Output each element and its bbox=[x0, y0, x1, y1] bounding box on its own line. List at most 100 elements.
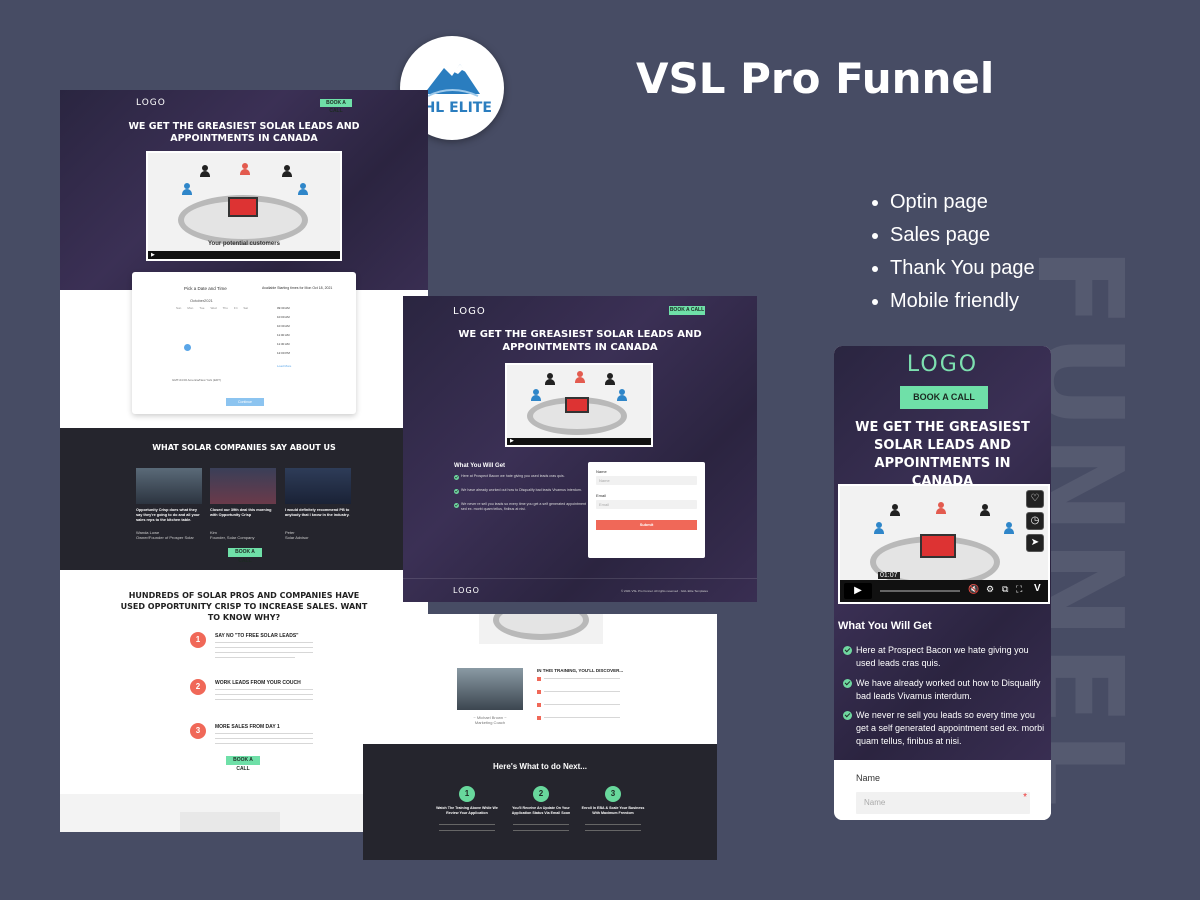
video-controls[interactable]: ▶ bbox=[148, 251, 340, 259]
selected-date[interactable] bbox=[184, 344, 191, 351]
book-call-button[interactable]: BOOK A CALL bbox=[226, 756, 260, 772]
step-number: 2 bbox=[533, 786, 549, 802]
optin-form: Name Name Email Email Submit bbox=[588, 462, 705, 558]
brand-name: GHL ELITE bbox=[412, 100, 492, 116]
mobile-preview: LOGO BOOK A CALL WE GET THE GREASIEST SO… bbox=[834, 346, 1051, 820]
what-you-get-heading: What You Will Get bbox=[838, 620, 932, 632]
why-item-title: WORK LEADS FROM YOUR COUCH bbox=[215, 680, 301, 686]
play-icon[interactable]: ▶ bbox=[510, 438, 514, 444]
step-number: 1 bbox=[190, 632, 206, 648]
logo: LOGO bbox=[906, 352, 979, 377]
video-player[interactable]: Your potential customers ▶ bbox=[146, 151, 342, 261]
volume-icon[interactable]: 🔇 bbox=[968, 584, 980, 594]
book-call-button[interactable]: BOOK A CALL bbox=[900, 386, 988, 409]
testimonial-role: Founder, Solar Company bbox=[210, 535, 255, 540]
testimonial-photo bbox=[136, 468, 202, 504]
name-label: Name bbox=[856, 773, 881, 783]
pip-icon[interactable]: ⧉ bbox=[1002, 584, 1009, 594]
person-photo bbox=[180, 812, 280, 832]
play-icon[interactable]: ▶ bbox=[844, 583, 872, 599]
mobile-hero: LOGO BOOK A CALL WE GET THE GREASIEST SO… bbox=[834, 346, 1051, 760]
hero-title-line2: APPOINTMENTS IN CANADA bbox=[170, 133, 318, 144]
email-field[interactable]: Email bbox=[596, 500, 697, 509]
email-label: Email bbox=[596, 493, 607, 498]
testimonial-quote: Opportunity Crisp does what they say the… bbox=[136, 508, 200, 522]
testimonial-quote: I would definitely recommend PB to anybo… bbox=[285, 508, 350, 517]
timezone-label[interactable]: GMT-04:00 America/New York (EDT) bbox=[172, 378, 222, 382]
settings-icon[interactable]: ⚙ bbox=[986, 584, 995, 594]
logo: LOGO bbox=[453, 306, 486, 317]
calendar-title: Pick a Date and Time bbox=[184, 286, 227, 291]
play-icon[interactable]: ▶ bbox=[151, 252, 155, 258]
next-steps-heading: Here's What to do Next... bbox=[493, 762, 587, 771]
calendar-month[interactable]: October bbox=[190, 298, 205, 303]
testimonial-name: Kim bbox=[210, 530, 217, 535]
benefit-item: Here at Prospect Bacon we hate giving yo… bbox=[461, 474, 565, 478]
calendar-available: Available Starting times for Mon Oct 18,… bbox=[262, 286, 333, 290]
video-caption: Your potential customers bbox=[208, 241, 280, 247]
step-title: Enroll In EBA & Scale Your Business With… bbox=[581, 806, 645, 815]
heart-icon[interactable]: ♡ bbox=[1026, 490, 1044, 508]
feature-item: Optin page bbox=[870, 186, 1035, 219]
next-steps-section: Here's What to do Next... 1 2 3 Watch Th… bbox=[363, 744, 717, 860]
video-time: 01:07 bbox=[878, 572, 900, 579]
hero-section: LOGO BOOK A CALL WE GET THE GREASIEST SO… bbox=[60, 90, 428, 290]
progress-bar[interactable] bbox=[880, 590, 960, 592]
step-title: Watch The Training Above While We Review… bbox=[436, 806, 498, 815]
what-you-get-heading: What You Will Get bbox=[454, 463, 506, 469]
hero-title-line1: WE GET THE GREASIEST SOLAR LEADS AND bbox=[128, 121, 360, 132]
fullscreen-icon[interactable]: ⛶ bbox=[1016, 584, 1023, 594]
step-title: You'll Receive An Update On Your Applica… bbox=[511, 806, 571, 815]
clock-icon[interactable]: ◷ bbox=[1026, 512, 1044, 530]
hero-title: WE GET THE GREASIEST SOLAR LEADS AND APP… bbox=[855, 420, 1030, 489]
testimonials-section: WHAT SOLAR COMPANIES SAY ABOUT US Opport… bbox=[60, 428, 428, 570]
hero-title-line1: WE GET THE GREASIEST SOLAR LEADS AND bbox=[458, 329, 702, 340]
benefit-item: We have already worked out how to Disqua… bbox=[856, 678, 1041, 701]
footer-logo: LOGO bbox=[453, 586, 480, 595]
page-title: VSL Pro Funnel bbox=[636, 54, 995, 103]
vimeo-icon[interactable]: V bbox=[1034, 583, 1041, 594]
submit-button[interactable]: Submit bbox=[596, 520, 697, 530]
testimonial-photo bbox=[285, 468, 351, 504]
feature-item: Sales page bbox=[870, 219, 1035, 252]
load-more-link[interactable]: Load More bbox=[277, 364, 292, 368]
book-call-button[interactable]: BOOK A CALL bbox=[669, 306, 705, 315]
testimonial-role: Solar Advisor bbox=[285, 535, 309, 540]
benefit-item: We never re sell you leads so every time… bbox=[461, 502, 586, 511]
video-player[interactable]: ♡ ◷ ➤ 01:07 ▶ 🔇 ⚙ ⧉ ⛶ V bbox=[838, 484, 1050, 604]
book-call-button[interactable]: BOOK A CALL bbox=[228, 548, 262, 564]
thank-you-page-preview: ~ Michael Brown ~ Marketing Coach IN THI… bbox=[363, 614, 717, 860]
name-field[interactable]: Name bbox=[596, 476, 697, 485]
book-call-button[interactable]: BOOK A CALL bbox=[320, 99, 352, 114]
benefit-item: We never re sell you leads so every time… bbox=[856, 710, 1045, 746]
step-number: 3 bbox=[605, 786, 621, 802]
video-controls[interactable]: ▶ bbox=[507, 438, 651, 445]
calendar-year[interactable]: 2021 bbox=[204, 298, 213, 303]
video-player[interactable]: ▶ bbox=[505, 363, 653, 447]
logo: LOGO bbox=[136, 98, 166, 108]
testimonial-photo bbox=[210, 468, 276, 504]
feature-item: Thank You page bbox=[870, 252, 1035, 285]
testimonial-role: Owner/Founder of Prosper Solar bbox=[136, 535, 194, 540]
testimonial-name: Wanda Lowe bbox=[136, 530, 160, 535]
video-controls[interactable]: ▶ 🔇 ⚙ ⧉ ⛶ V bbox=[840, 580, 1048, 602]
step-number: 3 bbox=[190, 723, 206, 739]
mountain-icon bbox=[424, 64, 480, 97]
feature-list: Optin page Sales page Thank You page Mob… bbox=[870, 186, 1035, 318]
coach-caption: ~ Michael Brown ~ Marketing Coach bbox=[473, 715, 507, 725]
testimonial-quote: Closed our 39th deal this morning with O… bbox=[210, 508, 272, 517]
required-marker: * bbox=[1023, 792, 1027, 803]
share-icon[interactable]: ➤ bbox=[1026, 534, 1044, 552]
continue-button[interactable]: Continue bbox=[226, 398, 264, 406]
step-number: 2 bbox=[190, 679, 206, 695]
optin-page-preview: LOGO BOOK A CALL WE GET THE GREASIEST SO… bbox=[403, 296, 757, 602]
feature-item: Mobile friendly bbox=[870, 285, 1035, 318]
why-heading: HUNDREDS OF SOLAR PROS AND COMPANIES HAV… bbox=[120, 591, 368, 622]
hero-title-line2: APPOINTMENTS IN CANADA bbox=[502, 342, 658, 353]
testimonials-heading: WHAT SOLAR COMPANIES SAY ABOUT US bbox=[152, 443, 336, 452]
why-item-title: MORE SALES FROM DAY 1 bbox=[215, 724, 280, 730]
calendar-widget: Pick a Date and Time Available Starting … bbox=[132, 272, 356, 414]
name-field[interactable]: Name * bbox=[856, 792, 1030, 814]
video-player[interactable] bbox=[479, 614, 603, 644]
